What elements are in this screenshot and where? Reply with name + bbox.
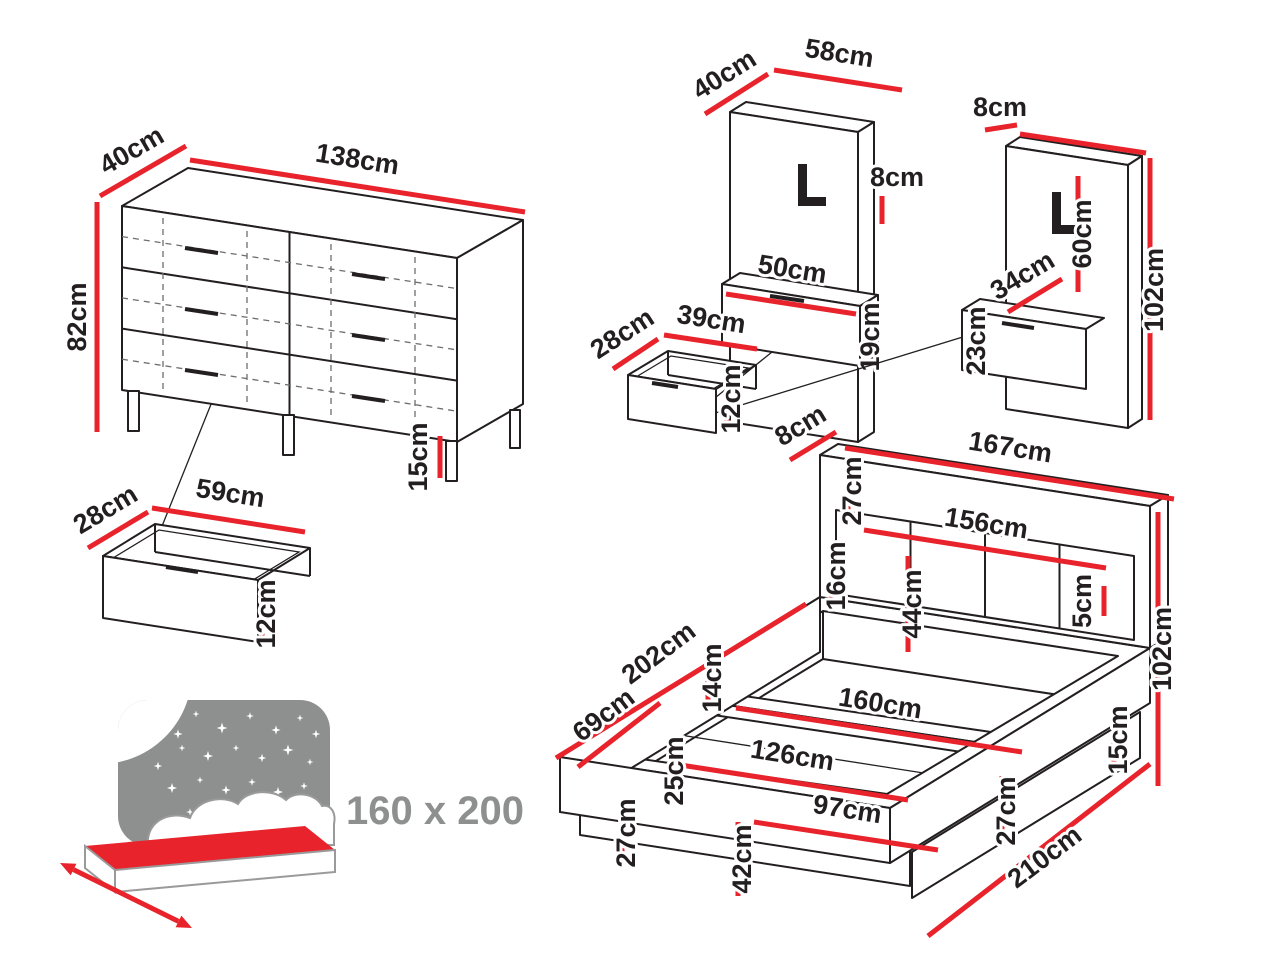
dresser-depth-dimension-line <box>98 143 188 199</box>
drawer-handle <box>651 381 679 389</box>
drawer-front-face <box>102 555 259 643</box>
dresser-drawer-width-label: 59cm <box>194 473 267 513</box>
nightstand-drawer-depth-label: 28cm <box>585 302 659 365</box>
nightstand-depth-dimension-line <box>703 71 770 117</box>
wall-lamp-icon <box>1052 192 1080 234</box>
bed-left-side-height-label: 27cm <box>611 798 641 867</box>
nightstand-drawer-front-face <box>721 283 861 367</box>
panel-top-edge-dimension-line <box>1019 131 1147 156</box>
dresser-legs <box>127 390 521 482</box>
right-nightstand-group: 8cm 102cm 60cm 34cm 23cm <box>958 89 1172 429</box>
nightstand-drawer-handle <box>769 294 805 303</box>
bed-storage-depth-label: 25cm <box>659 736 689 805</box>
drawer-front-face <box>627 374 717 434</box>
left-nightstand-thickness-label: 8cm <box>870 162 924 192</box>
bed-rail-inner-height-label: 14cm <box>697 643 727 712</box>
bed-total-height-label: 102cm <box>1147 607 1177 691</box>
dresser-drawer-depth-label: 28cm <box>68 479 143 540</box>
bed-right-plinth <box>911 711 1141 899</box>
right-nightstand-thickness-label: 8cm <box>973 92 1027 122</box>
dresser-group: 40cm 138cm 82cm 15cm <box>59 117 526 557</box>
dresser-internal-dashed-lines <box>121 218 458 433</box>
drawer-depth-dimension-line <box>1006 276 1064 315</box>
right-nightstand-drawer-unit-height-label: 23cm <box>961 306 991 375</box>
drawer-handle <box>165 565 199 574</box>
dresser-height-label: 82cm <box>62 282 92 351</box>
panel-thickness-dimension-line <box>984 122 1018 133</box>
right-nightstand-lamp-section-label: 60cm <box>1067 199 1097 268</box>
dresser-width-dimension-line <box>189 157 526 215</box>
drawer-callout-line-right <box>711 335 967 415</box>
left-nightstand-depth-label: 40cm <box>687 43 761 105</box>
left-nightstand-width-label: 58cm <box>803 33 876 73</box>
bed-cushion-gap-label: 5cm <box>1067 574 1097 628</box>
headboard-thickness-dimension-line <box>788 429 838 463</box>
mattress-top <box>85 826 335 870</box>
total-length-dimension-line <box>926 762 1152 938</box>
bed-headboard-width-label: 167cm <box>967 426 1055 469</box>
dresser-handles <box>184 246 386 403</box>
nightstand-width-dimension-line <box>773 67 903 93</box>
foot-section-dimension-line <box>576 701 662 769</box>
bed-cushion-height-label: 44cm <box>897 569 927 638</box>
dresser-drawer-detail: 28cm 59cm 12cm <box>65 470 311 652</box>
dresser-width-label: 138cm <box>314 138 402 181</box>
double-arrow-icon <box>60 863 192 928</box>
bed-headboard-base-label: 16cm <box>821 541 851 610</box>
slat-section-dimension-line <box>753 819 939 853</box>
dresser-leg-height-label: 15cm <box>403 422 433 491</box>
right-nightstand-height-label: 102cm <box>1139 248 1169 332</box>
nightstand-drawer-handle <box>1001 321 1035 330</box>
drawer-width-dimension-line <box>725 291 857 317</box>
frame-length-dimension-line <box>554 601 808 761</box>
dresser-depth-label: 40cm <box>94 120 169 181</box>
cushion-width-dimension-line <box>863 527 1107 571</box>
drawer-width-dimension-line <box>151 505 306 535</box>
bed-size-label: 160 x 200 <box>346 789 524 833</box>
dresser-drawer-height-label: 12cm <box>251 579 281 648</box>
drawer-width-dimension-line <box>663 332 758 352</box>
left-nightstand-drawer-unit-height-label: 19cm <box>855 302 885 371</box>
slat-frame-width-dimension-line <box>673 761 909 803</box>
dresser-side-face <box>456 219 524 443</box>
headboard-width-dimension-line <box>844 445 1175 502</box>
inner-width-dimension-line <box>735 705 1023 755</box>
drawer-depth-dimension-line <box>86 509 150 551</box>
bed-plinth-height-label: 15cm <box>1103 705 1133 774</box>
wall-lamp-icon <box>798 164 826 206</box>
nightstand-drawer-height-label: 12cm <box>716 364 746 433</box>
bed-headboard-top-height-label: 27cm <box>837 456 867 525</box>
bed-size-icon: 160 x 200 <box>60 700 526 928</box>
bed-footboard-height-label: 42cm <box>727 824 757 893</box>
drawer-depth-dimension-line <box>611 336 660 372</box>
night-sky-crescent <box>118 700 192 764</box>
bed-group: 8cm 167cm 27cm 156cm 44cm 5cm 16cm 202cm… <box>554 396 1180 938</box>
bed-right-inner-height-label: 27cm <box>991 776 1021 845</box>
nightstand-drawer-front-face <box>961 309 1087 390</box>
